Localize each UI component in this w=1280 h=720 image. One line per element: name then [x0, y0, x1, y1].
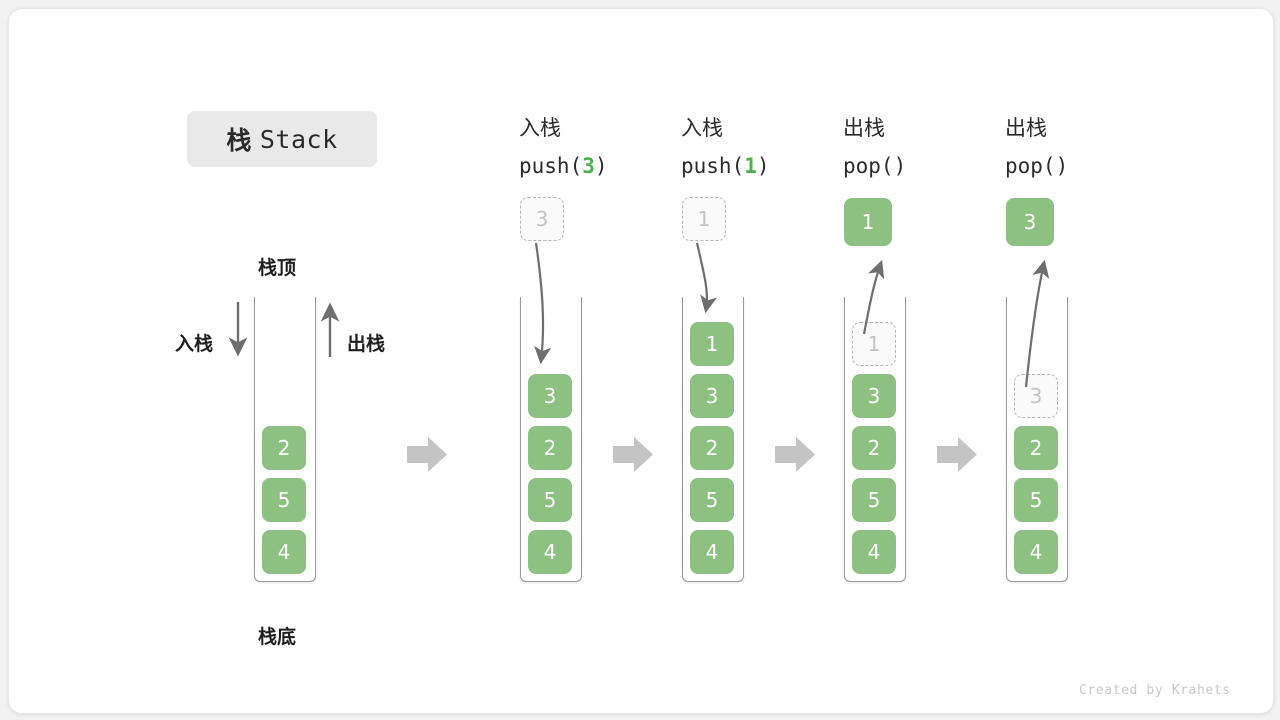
stack-cell: 2	[262, 426, 306, 470]
code-suffix: )	[893, 154, 907, 178]
credit-text: Created by Krahets	[1079, 683, 1231, 698]
stack-top-label: 栈顶	[258, 257, 297, 279]
step-header-code: push(3)	[519, 147, 608, 185]
floating-cell-push-1: 1	[682, 197, 726, 241]
stack-cell: 3	[852, 374, 896, 418]
code-prefix: push(	[681, 154, 745, 178]
step-header-cn: 入栈	[519, 116, 561, 140]
stack-cell: 5	[690, 478, 734, 522]
stack-cell: 3	[1014, 374, 1058, 418]
figure-title-cn: 栈	[226, 126, 252, 155]
stack-cell: 5	[1014, 478, 1058, 522]
stack-cell: 5	[528, 478, 572, 522]
code-prefix: push(	[519, 154, 583, 178]
stack-cell: 2	[528, 426, 572, 470]
step-header-push-1: 入栈 push(1)	[681, 109, 770, 185]
floating-cell-push-3: 3	[520, 197, 564, 241]
step-header-cn: 入栈	[681, 116, 723, 140]
step-header-push-3: 入栈 push(3)	[519, 109, 608, 185]
stack-cell: 1	[852, 322, 896, 366]
floating-cell-pop-3: 3	[1006, 198, 1054, 246]
stack-cell: 4	[262, 530, 306, 574]
step-header-code: pop()	[843, 147, 906, 185]
stack-bottom-label: 栈底	[258, 626, 297, 648]
step-header-code: pop()	[1005, 147, 1068, 185]
stack-cell: 3	[528, 374, 572, 418]
stack-cell: 2	[1014, 426, 1058, 470]
push-direction-label: 入栈	[175, 333, 214, 355]
stack-cell: 5	[852, 478, 896, 522]
code-suffix: )	[756, 154, 770, 178]
code-prefix: pop(	[843, 154, 894, 178]
step-header-pop-1: 出栈 pop()	[843, 109, 906, 185]
figure-title-en: Stack	[259, 124, 338, 154]
stack-cell: 4	[1014, 530, 1058, 574]
stack-cell: 3	[690, 374, 734, 418]
step-arrow-right-icon	[407, 437, 447, 472]
step-arrow-right-icon	[613, 437, 653, 472]
stack-cell: 2	[690, 426, 734, 470]
code-suffix: )	[594, 154, 608, 178]
step-header-pop-3: 出栈 pop()	[1005, 109, 1068, 185]
stack-cell: 2	[852, 426, 896, 470]
code-arg: 3	[582, 154, 595, 178]
step-arrow-right-icon	[775, 437, 815, 472]
step-header-cn: 出栈	[843, 116, 885, 140]
step-arrow-right-icon	[937, 437, 977, 472]
stack-cell: 4	[852, 530, 896, 574]
code-prefix: pop(	[1005, 154, 1056, 178]
stack-cell: 4	[528, 530, 572, 574]
code-arg: 1	[744, 154, 757, 178]
step-header-code: push(1)	[681, 147, 770, 185]
floating-cell-pop-1: 1	[844, 198, 892, 246]
step-header-cn: 出栈	[1005, 116, 1047, 140]
code-suffix: )	[1055, 154, 1069, 178]
stack-cell: 4	[690, 530, 734, 574]
stack-cell: 1	[690, 322, 734, 366]
stack-cell: 5	[262, 478, 306, 522]
pop-direction-label: 出栈	[347, 333, 386, 355]
